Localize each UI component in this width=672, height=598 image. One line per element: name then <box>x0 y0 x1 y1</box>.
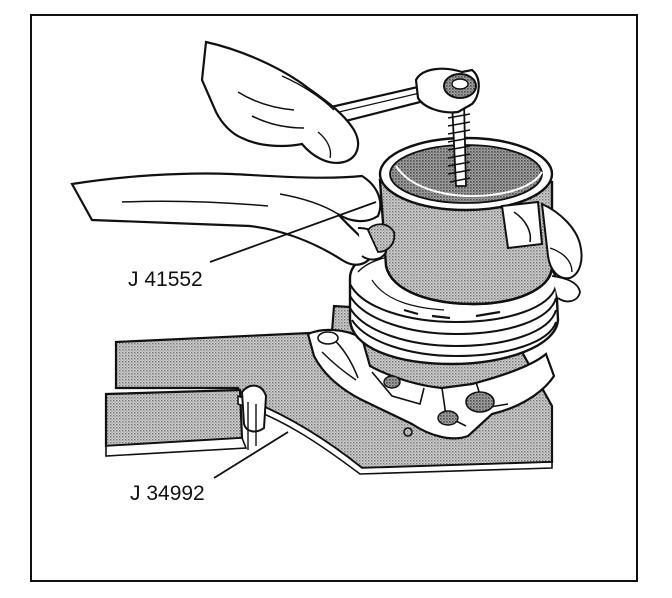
forcing-screw <box>447 101 471 187</box>
puller-cylinder <box>378 136 554 306</box>
leader-line-upper <box>209 201 377 263</box>
technical-illustration: J 41552 J 34992 <box>70 40 583 505</box>
leader-line-lower <box>213 431 289 479</box>
illustration-frame: J 41552 J 34992 <box>30 14 638 582</box>
leader-lines <box>209 201 377 479</box>
pump-housing <box>306 328 556 440</box>
lower-hand <box>70 172 583 303</box>
upper-hand <box>200 40 360 164</box>
callout-label-lower: J 34992 <box>130 482 205 505</box>
wrench <box>316 67 480 128</box>
callout-label-upper: J 41552 <box>128 268 203 291</box>
